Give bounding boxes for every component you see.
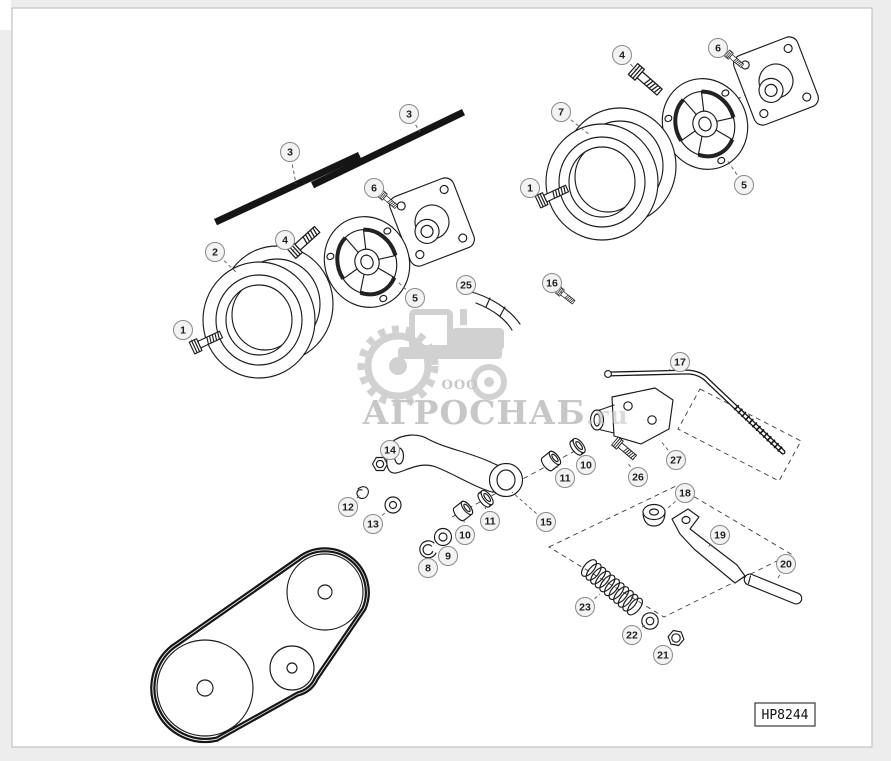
callout-27: 27 (659, 439, 686, 470)
callout-11: 11 (555, 465, 575, 488)
nut-21 (667, 629, 685, 647)
callout-13: 13 (363, 510, 388, 534)
watermark-name: АГРОСНАБ (362, 393, 586, 432)
callout-1: 1 (173, 320, 194, 343)
svg-text:22: 22 (626, 630, 638, 642)
callout-18: 18 (667, 483, 695, 509)
drawing-code-text: HP8244 (762, 708, 809, 723)
watermark-title: АГРОСНАБ.ru (362, 393, 629, 432)
knob-18 (642, 503, 666, 527)
svg-text:25: 25 (460, 280, 472, 292)
callout-6: 6 (708, 38, 731, 59)
watermark-company-type: ООО (442, 378, 479, 393)
svg-text:14: 14 (384, 445, 396, 457)
callout-22: 22 (622, 624, 646, 645)
callout-11: 11 (480, 506, 500, 531)
svg-text:4: 4 (619, 50, 625, 62)
watermark-suffix: .ru (586, 401, 629, 430)
svg-text:5: 5 (412, 293, 418, 305)
callout-2: 2 (205, 242, 237, 273)
pin-20 (743, 573, 803, 605)
callout-5: 5 (726, 159, 754, 195)
callout-26: 26 (626, 461, 648, 487)
svg-text:6: 6 (371, 183, 377, 195)
svg-text:5: 5 (741, 180, 747, 192)
svg-text:17: 17 (674, 357, 686, 369)
callout-12: 12 (338, 494, 361, 517)
callout-17: 17 (665, 352, 690, 373)
svg-text:3: 3 (406, 109, 412, 121)
callout-10: 10 (455, 518, 475, 545)
svg-text:10: 10 (580, 460, 592, 472)
callout-5: 5 (397, 281, 425, 308)
svg-text:21: 21 (657, 650, 669, 662)
svg-text:10: 10 (459, 530, 471, 542)
svg-text:20: 20 (780, 559, 792, 571)
lever-arm-15 (386, 434, 524, 498)
belt-strip-3b (311, 109, 465, 189)
callout-25: 25 (456, 275, 481, 297)
svg-text:18: 18 (679, 488, 691, 500)
svg-text:15: 15 (540, 517, 552, 529)
svg-text:7: 7 (558, 107, 564, 119)
callout-16: 16 (542, 273, 563, 294)
callout-3: 3 (280, 142, 300, 185)
drive-belt-outer (150, 547, 370, 744)
svg-text:1: 1 (180, 325, 186, 337)
belt-strip-3a (214, 152, 361, 226)
callout-1: 1 (520, 178, 541, 199)
callout-8: 8 (418, 557, 438, 578)
callout-7: 7 (551, 102, 591, 136)
drawing-code-label: HP8244 (754, 702, 816, 727)
svg-text:19: 19 (714, 530, 726, 542)
snap-ring-8 (419, 540, 437, 559)
belt-drive-assembly (150, 547, 370, 744)
callout-4: 4 (275, 230, 295, 251)
svg-text:4: 4 (282, 235, 288, 247)
svg-text:13: 13 (367, 519, 379, 531)
svg-text:16: 16 (546, 278, 558, 290)
svg-text:1: 1 (527, 183, 533, 195)
callout-23: 23 (575, 593, 601, 617)
page-corner-notch (0, 0, 11, 30)
nut-14 (371, 456, 389, 472)
callout-21: 21 (653, 644, 673, 665)
callout-4: 4 (612, 45, 637, 71)
callout-3: 3 (399, 104, 421, 133)
callout-10: 10 (576, 454, 596, 475)
svg-text:3: 3 (287, 147, 293, 159)
belt-section-25 (467, 290, 521, 331)
svg-text:11: 11 (484, 516, 495, 528)
washer-9 (433, 527, 453, 547)
washer-13 (384, 496, 402, 514)
callout-19: 19 (706, 525, 730, 549)
svg-text:26: 26 (632, 472, 644, 484)
svg-text:23: 23 (579, 602, 591, 614)
watermark: ООО АГРОСНАБ.ru (357, 309, 629, 432)
svg-text:2: 2 (212, 247, 218, 259)
callout-6: 6 (364, 178, 384, 198)
svg-text:6: 6 (715, 43, 721, 55)
drive-belt-inner (153, 550, 367, 740)
dashed-box-linkage (548, 485, 792, 618)
callout-20: 20 (776, 554, 796, 579)
svg-text:8: 8 (425, 563, 431, 575)
svg-text:27: 27 (670, 455, 682, 467)
svg-text:11: 11 (559, 473, 570, 485)
callout-14: 14 (380, 440, 400, 460)
dashed-box-rod (677, 388, 802, 482)
rod-17 (604, 369, 786, 455)
bracket-27 (589, 387, 674, 445)
callout-9: 9 (438, 544, 458, 566)
washer-22 (641, 612, 659, 630)
spring-23 (580, 559, 644, 616)
callout-15: 15 (511, 491, 556, 532)
tractor-logo-icon (357, 309, 507, 407)
svg-text:12: 12 (342, 502, 354, 514)
clip-12 (356, 486, 369, 500)
rod-thread (733, 404, 786, 455)
svg-text:9: 9 (445, 551, 451, 563)
